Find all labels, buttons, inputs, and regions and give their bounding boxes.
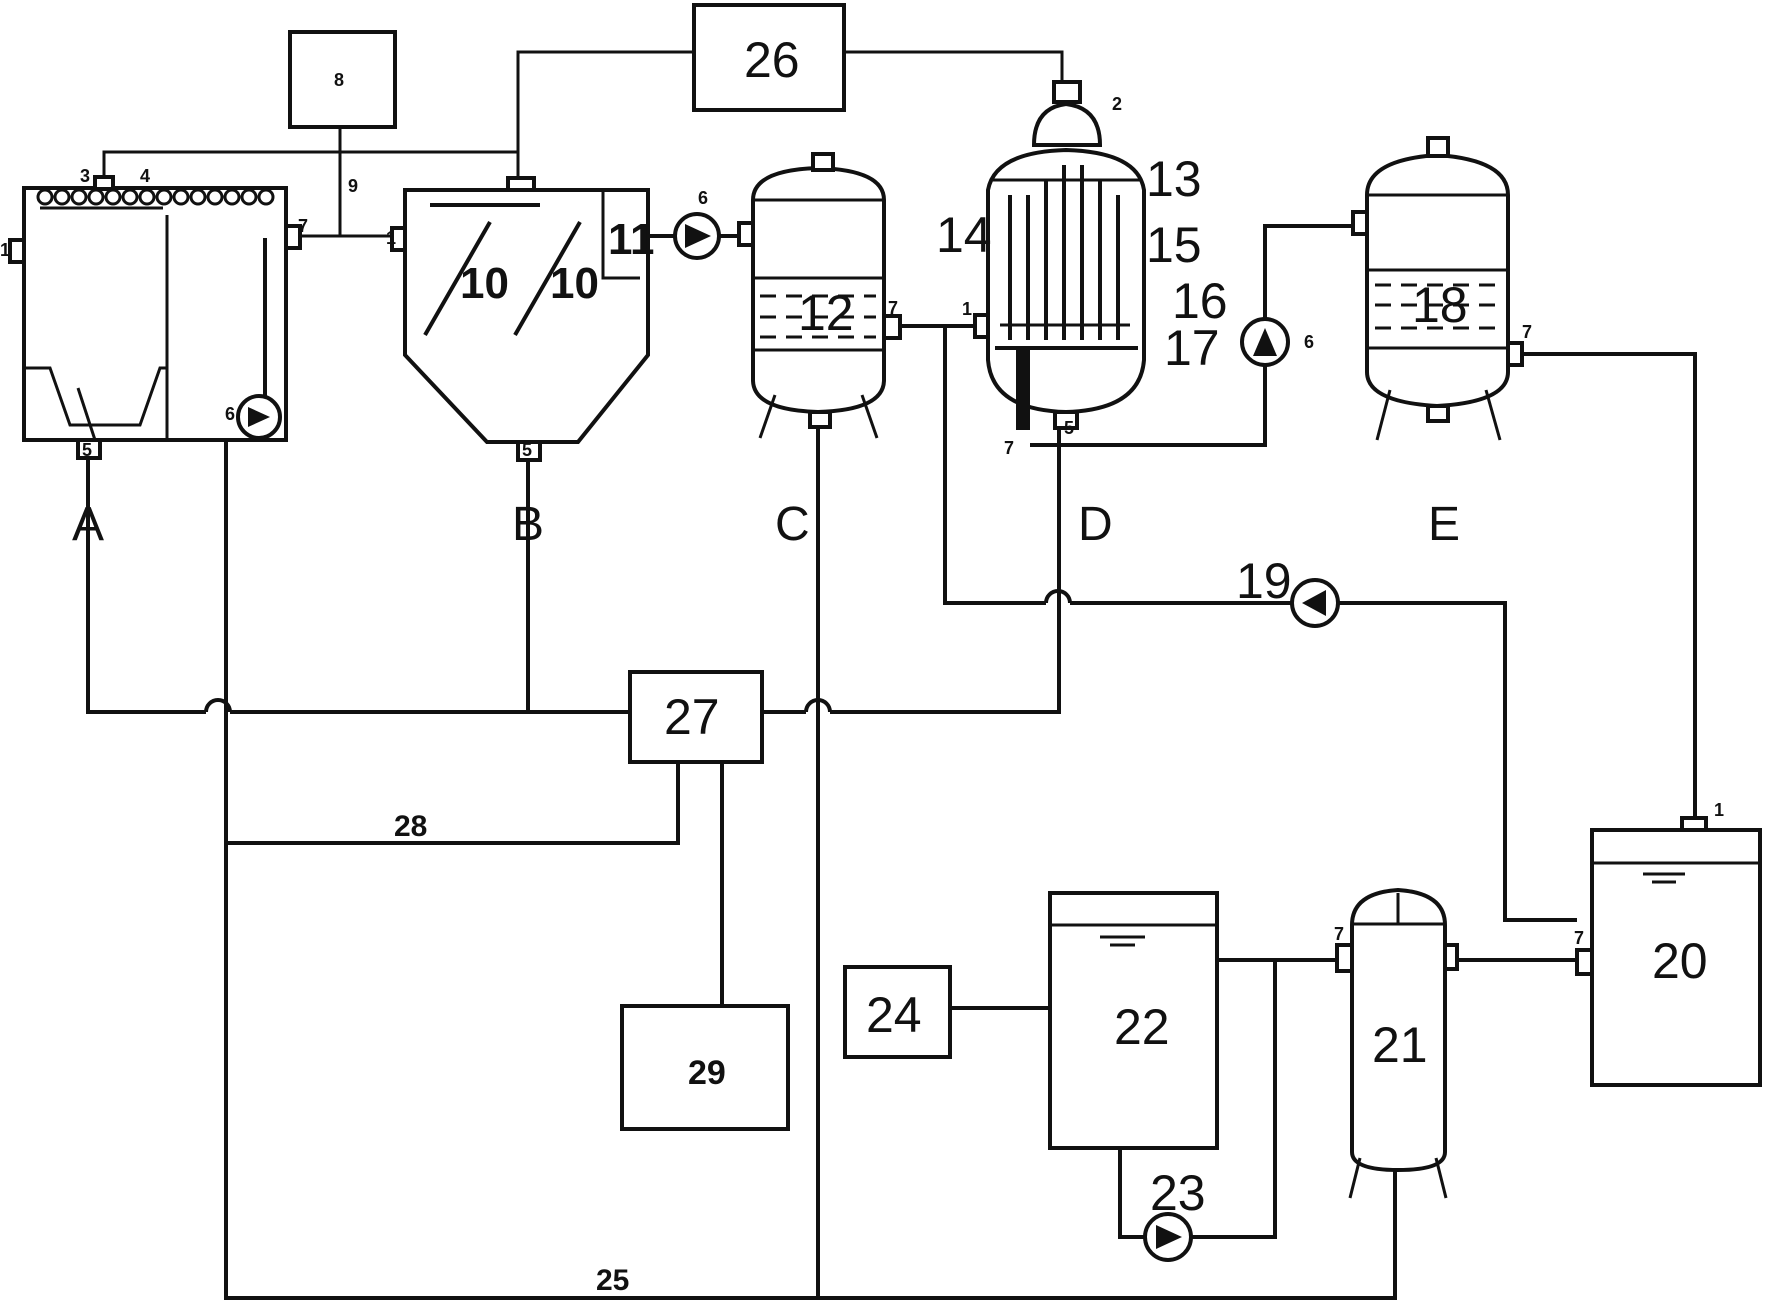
label-8: 8 bbox=[334, 70, 344, 90]
label-20: 20 bbox=[1652, 933, 1708, 989]
label-1-c: 1 bbox=[962, 299, 972, 319]
label-10-b: 10 bbox=[550, 259, 599, 308]
membrane-tubes bbox=[1008, 165, 1120, 340]
label-14: 14 bbox=[936, 207, 992, 263]
label-section-b: B bbox=[512, 498, 544, 551]
label-4: 4 bbox=[140, 166, 150, 186]
aerator-coil bbox=[36, 188, 275, 206]
label-28: 28 bbox=[394, 810, 427, 843]
label-13: 13 bbox=[1146, 151, 1202, 207]
tank-d bbox=[973, 80, 1146, 430]
label-5-b: 5 bbox=[522, 440, 532, 460]
pump-6-b bbox=[673, 212, 721, 260]
label-7-b: 7 bbox=[888, 298, 898, 318]
label-29: 29 bbox=[688, 1054, 726, 1092]
label-1-d: 1 bbox=[1714, 800, 1724, 820]
label-2: 2 bbox=[1112, 94, 1122, 114]
label-7-f: 7 bbox=[1574, 928, 1584, 948]
label-15: 15 bbox=[1146, 217, 1202, 273]
label-6-b: 6 bbox=[698, 188, 708, 208]
label-7-d: 7 bbox=[1522, 322, 1532, 342]
label-9: 9 bbox=[348, 176, 358, 196]
tank-22 bbox=[1048, 891, 1219, 1150]
label-7-e: 7 bbox=[1334, 924, 1344, 944]
label-1-b: 1 bbox=[386, 228, 396, 248]
label-1-a: 1 bbox=[0, 240, 10, 260]
tank-b bbox=[390, 176, 650, 462]
label-6-a: 6 bbox=[225, 404, 235, 424]
tank-e bbox=[1351, 136, 1524, 441]
label-27: 27 bbox=[664, 689, 720, 745]
pipes bbox=[86, 50, 1697, 1300]
unit-8-box bbox=[288, 30, 397, 129]
pump-19 bbox=[1290, 578, 1340, 628]
label-26: 26 bbox=[744, 32, 800, 88]
unit-24-box bbox=[843, 965, 952, 1059]
label-7-c: 7 bbox=[1004, 438, 1014, 458]
label-22: 22 bbox=[1114, 999, 1170, 1055]
unit-27-box bbox=[628, 670, 764, 764]
label-21: 21 bbox=[1372, 1017, 1428, 1073]
label-12: 12 bbox=[798, 285, 854, 341]
pump-6-c bbox=[1240, 317, 1290, 367]
tank-20 bbox=[1575, 816, 1762, 1087]
label-11: 11 bbox=[608, 215, 655, 264]
tank-a bbox=[8, 175, 302, 460]
label-24: 24 bbox=[866, 987, 922, 1043]
label-5-a: 5 bbox=[82, 440, 92, 460]
label-section-d: D bbox=[1078, 498, 1113, 551]
label-6-c: 6 bbox=[1304, 332, 1314, 352]
label-17: 17 bbox=[1164, 320, 1220, 376]
label-5-c: 5 bbox=[1064, 418, 1074, 438]
label-7-a: 7 bbox=[298, 216, 308, 236]
label-section-e: E bbox=[1428, 498, 1460, 551]
label-18: 18 bbox=[1412, 277, 1468, 333]
filter-21 bbox=[1335, 887, 1459, 1199]
pump-23 bbox=[1143, 1212, 1193, 1262]
unit-26-box bbox=[692, 3, 846, 112]
label-23: 23 bbox=[1150, 1165, 1206, 1221]
labels: A B C D E 8 9 3 4 1 5 7 6 10 10 11 5 1 6… bbox=[0, 32, 1724, 1297]
label-10-a: 10 bbox=[460, 259, 509, 308]
label-25: 25 bbox=[596, 1264, 629, 1297]
tank-c bbox=[737, 152, 902, 439]
label-16: 16 bbox=[1172, 273, 1228, 329]
label-section-a: A bbox=[72, 498, 104, 551]
label-19: 19 bbox=[1236, 553, 1292, 609]
label-3: 3 bbox=[80, 166, 90, 186]
unit-29-box bbox=[620, 1004, 790, 1131]
label-section-c: C bbox=[775, 498, 810, 551]
